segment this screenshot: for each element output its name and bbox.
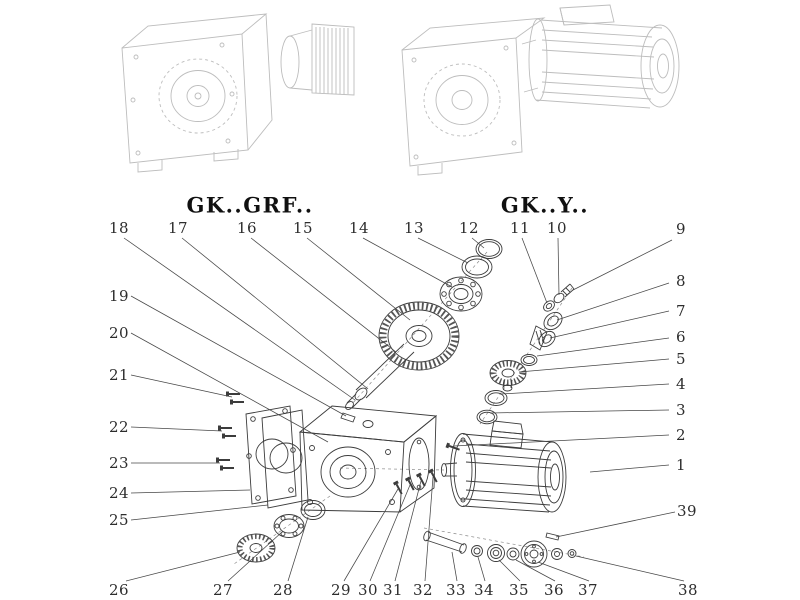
helical-gear-and-shaft (345, 301, 460, 410)
part-number-18: 18 (108, 219, 130, 237)
gasket-25 (261, 409, 309, 509)
part-number-23: 23 (108, 454, 130, 472)
part-number-15: 15 (292, 219, 314, 237)
bearing-27 (273, 514, 305, 538)
part-number-28: 28 (272, 581, 294, 599)
part-number-10: 10 (546, 219, 568, 237)
ball-bearing-14 (439, 276, 483, 312)
part-number-27: 27 (212, 581, 234, 599)
part-number-16: 16 (236, 219, 258, 237)
side-plate-24 (245, 405, 297, 505)
model-label-gk-grf: GK..GRF.. (186, 192, 314, 218)
part-number-29: 29 (330, 581, 352, 599)
bolt-set-21-23 (216, 391, 244, 471)
part-number-21: 21 (108, 366, 130, 384)
part-number-13: 13 (403, 219, 425, 237)
part-number-37: 37 (577, 581, 599, 599)
assembly-centerlines (233, 251, 585, 565)
part-number-22: 22 (108, 418, 130, 436)
bevel-gear-5 (489, 360, 527, 392)
part-number-26: 26 (108, 581, 130, 599)
part-number-20: 20 (108, 324, 130, 342)
part-number-14: 14 (348, 219, 370, 237)
part-number-4: 4 (675, 375, 687, 393)
part-number-30: 30 (357, 581, 379, 599)
gear-housing (298, 405, 438, 513)
exploded-assembly (216, 239, 577, 568)
shim-ring-13 (461, 255, 493, 279)
part-number-8: 8 (675, 272, 687, 290)
electric-motor (440, 420, 567, 513)
part-number-39: 39 (676, 502, 698, 520)
part-number-6: 6 (675, 328, 687, 346)
part-number-11: 11 (509, 219, 531, 237)
part-number-7: 7 (675, 302, 687, 320)
part-number-38: 38 (677, 581, 699, 599)
cover-ring-28 (300, 500, 326, 520)
gearbox-line-drawing-grf (121, 13, 355, 173)
flange-bolts-29-32 (392, 442, 460, 495)
part-number-35: 35 (508, 581, 530, 599)
shim-4 (484, 390, 508, 406)
retaining-ring-12 (475, 239, 503, 259)
part-number-31: 31 (382, 581, 404, 599)
part-number-3: 3 (675, 401, 687, 419)
model-label-gk-y: GK..Y.. (500, 192, 590, 218)
leader-lines (123, 237, 685, 582)
output-shaft-parts (423, 530, 577, 568)
part-number-17: 17 (167, 219, 189, 237)
part-number-2: 2 (675, 426, 687, 444)
ring-3 (476, 409, 498, 425)
part-number-25: 25 (108, 511, 130, 529)
output-gear-26 (236, 533, 276, 563)
part-number-12: 12 (458, 219, 480, 237)
shaft-key-19 (340, 412, 356, 423)
part-number-19: 19 (108, 287, 130, 305)
part-number-36: 36 (543, 581, 565, 599)
part-number-5: 5 (675, 350, 687, 368)
part-number-1: 1 (675, 456, 687, 474)
part-number-33: 33 (445, 581, 467, 599)
output-shaft-key-39 (545, 532, 560, 541)
part-number-34: 34 (473, 581, 495, 599)
part-number-24: 24 (108, 484, 130, 502)
bevel-pinion-stack (520, 283, 575, 366)
gearmotor-line-drawing-y (401, 4, 680, 176)
part-number-32: 32 (412, 581, 434, 599)
part-number-9: 9 (675, 220, 687, 238)
